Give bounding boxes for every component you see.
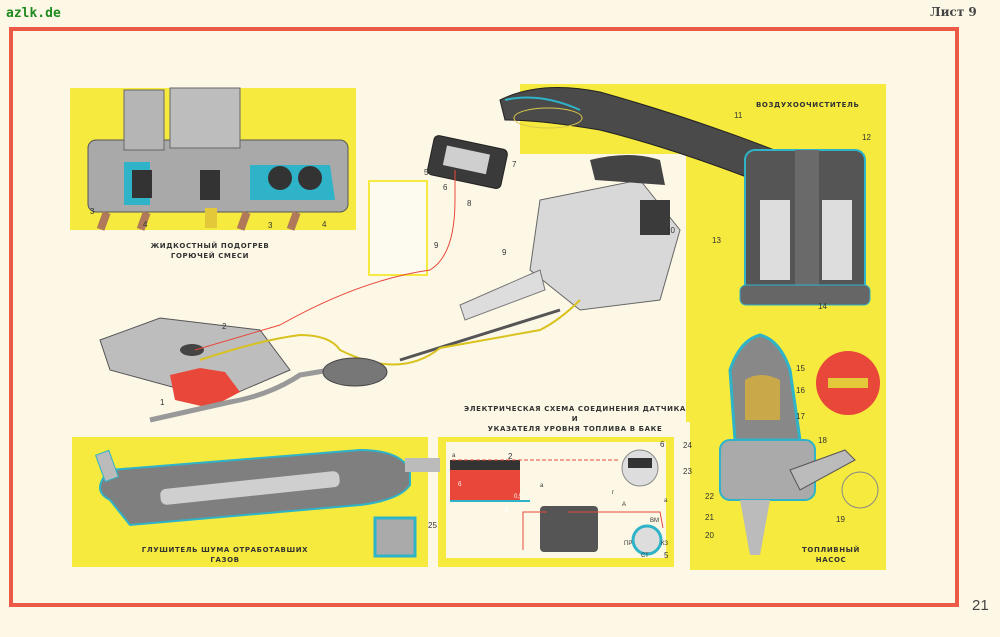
callout-14: 14 xyxy=(818,302,827,311)
scheme-label-a3: а xyxy=(664,498,668,504)
fuel-level-scheme xyxy=(450,449,664,556)
fuel-line xyxy=(199,299,581,366)
callout-15: 15 xyxy=(796,364,805,373)
callout-1: 1 xyxy=(160,398,165,407)
caption-line: ЭЛЕКТРИЧЕСКАЯ СХЕМА СОЕДИНЕНИЯ ДАТЧИКА И xyxy=(464,405,686,423)
sheet-number: Лист 9 xyxy=(930,5,977,19)
callout-17: 17 xyxy=(796,412,805,421)
exhaust-pipe xyxy=(149,367,331,423)
scheme-label-st: СТ xyxy=(641,553,649,559)
scheme-label-b: б xyxy=(458,482,462,488)
callout-12: 12 xyxy=(862,133,871,142)
callout-10: 10 xyxy=(666,226,675,235)
callout-11: 11 xyxy=(734,111,743,120)
engine-illustration xyxy=(399,135,681,362)
callout-9: 9 xyxy=(502,248,507,257)
callout-5: 5 xyxy=(424,168,429,177)
scheme-label-pr: ПР xyxy=(624,541,633,547)
site-watermark: azlk.de xyxy=(6,6,61,21)
callout-2: 2 xyxy=(222,322,227,331)
caption-electrical-scheme: ЭЛЕКТРИЧЕСКАЯ СХЕМА СОЕДИНЕНИЯ ДАТЧИКА И… xyxy=(460,404,690,434)
scheme-label-A: А xyxy=(622,502,627,508)
callout-18: 18 xyxy=(818,436,827,445)
callout-20: 20 xyxy=(705,531,714,540)
callout-23: 23 xyxy=(683,467,692,476)
scheme-label-2: 2 xyxy=(508,452,513,461)
scheme-label-zero: 0 xyxy=(505,508,509,514)
callout-19: 19 xyxy=(836,515,845,524)
callout-16: 16 xyxy=(796,386,805,395)
muffler-illustration xyxy=(94,448,440,558)
callout-24: 24 xyxy=(683,441,692,450)
scheme-label-a2: а xyxy=(540,483,544,489)
fuel-tank-illustration xyxy=(99,317,291,408)
callout-21: 21 xyxy=(705,513,714,522)
callout-13: 13 xyxy=(712,236,721,245)
scheme-label-half: 0,5 xyxy=(514,494,523,500)
caption-air-cleaner: ВОЗДУХООЧИСТИТЕЛЬ xyxy=(756,101,860,109)
caption-line: ЖИДКОСТНЫЙ ПОДОГРЕВ xyxy=(150,242,270,250)
callout-3: 3 xyxy=(90,207,95,216)
callout-25: 25 xyxy=(428,521,437,530)
caption-intake-heating: ЖИДКОСТНЫЙ ПОДОГРЕВ ГОРЮЧЕЙ СМЕСИ xyxy=(140,241,280,261)
front-muffler-illustration xyxy=(322,357,388,387)
caption-line: ГОРЮЧЕЙ СМЕСИ xyxy=(170,252,250,260)
callout-4: 4 xyxy=(143,220,148,229)
page-frame xyxy=(9,27,959,607)
fuel-pump-illustration xyxy=(719,333,880,555)
scheme-label-g: г xyxy=(612,490,615,496)
scheme-label-a: а xyxy=(452,453,456,459)
intake-manifold-illustration xyxy=(87,87,349,231)
callout-3b: 3 xyxy=(268,221,273,230)
scheme-label-5: 5 xyxy=(664,551,669,560)
callout-9-inset: 9 xyxy=(434,241,439,250)
scheme-label-kz: КЗ xyxy=(661,541,669,547)
pedal-inset xyxy=(368,180,428,276)
sensor-wire xyxy=(194,170,456,351)
callout-6: 6 xyxy=(443,183,448,192)
callout-8: 8 xyxy=(467,199,472,208)
caption-fuel-pump: ТОПЛИВНЫЙ НАСОС xyxy=(802,546,860,564)
caption-muffler: ГЛУШИТЕЛЬ ШУМА ОТРАБОТАВШИХ ГАЗОВ xyxy=(141,546,309,564)
callout-22: 22 xyxy=(705,492,714,501)
callout-4b: 4 xyxy=(322,220,327,229)
scheme-label-vm: ВМ xyxy=(650,518,659,524)
scheme-label-6: 6 xyxy=(660,440,665,449)
callout-7: 7 xyxy=(512,160,517,169)
page-number: 21 xyxy=(972,597,989,614)
caption-line: УКАЗАТЕЛЯ УРОВНЯ ТОПЛИВА В БАКЕ xyxy=(487,425,663,433)
air-cleaner-illustration xyxy=(499,87,871,306)
